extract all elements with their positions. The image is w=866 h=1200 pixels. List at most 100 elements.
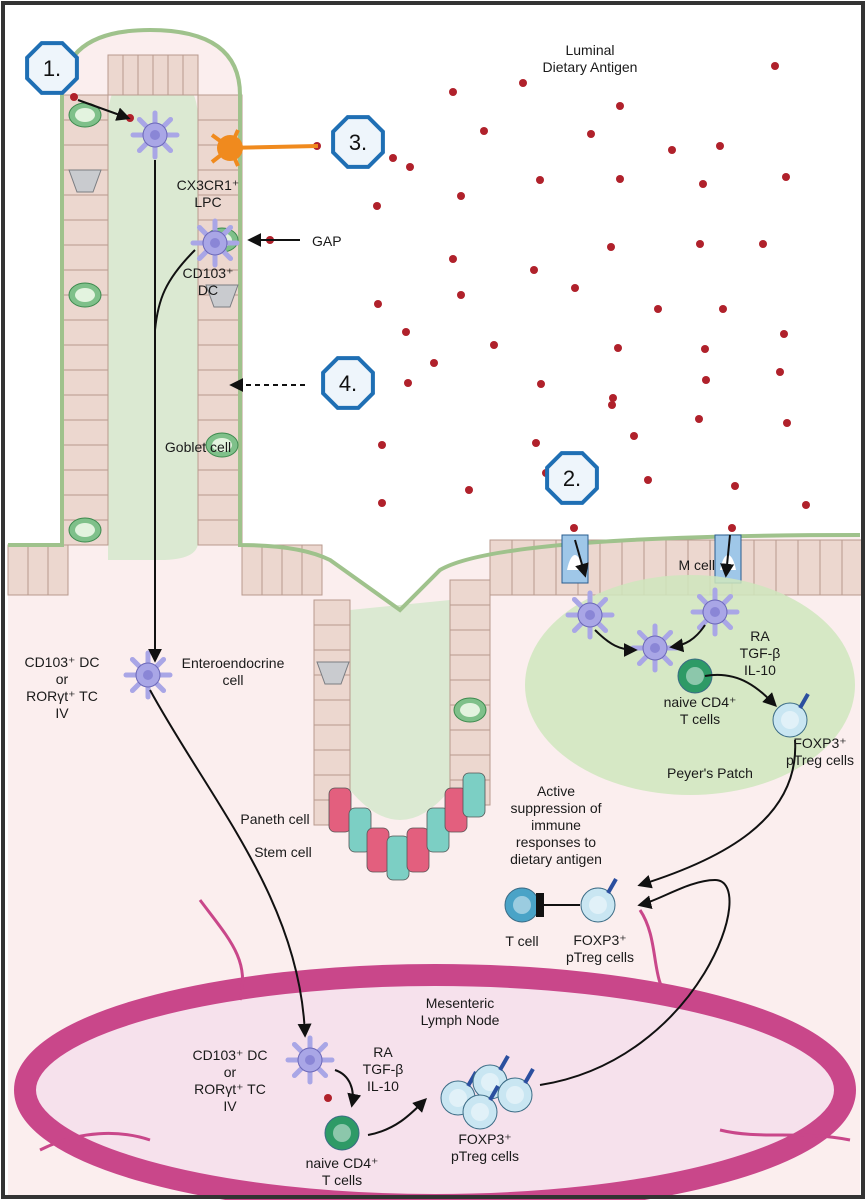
epithelial-cell (182, 54, 199, 96)
epithelial-cell (27, 544, 49, 596)
pp-naive-cd4-tcell (677, 658, 713, 694)
antigen-particle (780, 330, 788, 338)
antigen-particle (696, 240, 704, 248)
antigen-particle (608, 401, 616, 409)
paneth-cell (366, 827, 390, 873)
epithelial-cell (152, 54, 169, 96)
epithelial-cell (489, 539, 513, 596)
label-cx3cr1: CX3CR1⁺LPC (177, 177, 240, 210)
antigen-particle (630, 432, 638, 440)
mln-dc (285, 1035, 335, 1085)
epithelial-cell (122, 54, 139, 96)
antigen-particle (695, 415, 703, 423)
enteroendocrine-cell (205, 284, 239, 308)
antigen-particle (537, 380, 545, 388)
epithelial-cell (61, 469, 109, 496)
epithelial-cell (449, 629, 491, 656)
arrow-pp-dc1 (594, 629, 638, 657)
stem-cell (386, 835, 410, 881)
antigen-particle (465, 486, 473, 494)
epithelial-cell (241, 544, 263, 596)
antigen-particle (776, 368, 784, 376)
antigen-particle (530, 266, 538, 274)
pp-foxp3-treg (772, 693, 810, 738)
epithelial-cell (197, 94, 243, 121)
antigen-particle (378, 499, 386, 507)
cd103-dc-villus (190, 218, 240, 268)
antigen-particle (699, 180, 707, 188)
epithelial-cell (61, 244, 109, 271)
epithelial-cell (61, 144, 109, 171)
epithelial-cell (107, 54, 124, 96)
epithelial-cell (797, 539, 821, 596)
antigen-particle (782, 173, 790, 181)
antigen-particle (389, 154, 397, 162)
arrow-to-mln (149, 689, 312, 1038)
epithelial-cell (449, 604, 491, 631)
antigen-particle (449, 88, 457, 96)
step-number: 1. (43, 56, 61, 81)
epithelial-cell (137, 54, 154, 96)
epithelial-cell (313, 699, 351, 726)
epithelial-cell (47, 544, 69, 596)
crypt-core (350, 600, 450, 820)
stem-cell (462, 772, 486, 818)
label-gap: GAP (312, 233, 342, 249)
arrow-mln-up (539, 878, 731, 1086)
enteroendocrine-cell (68, 169, 102, 193)
label-t_cell: T cell (505, 933, 538, 949)
antigen-particle (457, 291, 465, 299)
arrow-dc-join (154, 249, 196, 331)
arrow-pp-dc2 (669, 624, 706, 653)
label-mln_naive: naive CD4⁺T cells (306, 1155, 379, 1188)
antigen-particle (716, 142, 724, 150)
step-number: 4. (339, 371, 357, 396)
goblet-cell (205, 432, 239, 458)
epithelial-cell (197, 319, 243, 346)
label-stem: Stem cell (254, 844, 312, 860)
epithelial-cell (197, 344, 243, 371)
goblet-cell (453, 697, 487, 723)
epithelial-cell (61, 444, 109, 471)
antigen-particle (378, 441, 386, 449)
antigen-particle (731, 482, 739, 490)
antigen-particle (430, 359, 438, 367)
epithelial-cell (61, 394, 109, 421)
epithelial-cell (61, 494, 109, 521)
label-pp_foxp3: FOXP3⁺pTreg cells (786, 735, 854, 768)
epithelial-cell (841, 539, 865, 596)
arrow-pp-naive (704, 673, 777, 707)
antigen-particle (759, 240, 767, 248)
pp-dc-left (565, 590, 615, 640)
cx3cr1-extending-cell (210, 129, 319, 167)
antigen-particle (587, 130, 595, 138)
antigen-particle (402, 328, 410, 336)
mid-foxp3-treg (580, 878, 618, 923)
epithelial-cell (61, 194, 109, 221)
antigen-particle (519, 79, 527, 87)
step-number: 3. (349, 130, 367, 155)
step-badge-3: 3. (331, 115, 385, 169)
antigen-particle (490, 341, 498, 349)
epithelial-cell (197, 394, 243, 421)
villus-core (108, 70, 199, 560)
epithelial-cell (313, 749, 351, 776)
label-m_cell: M cell (678, 557, 715, 573)
epithelial-cell (261, 544, 283, 596)
cx3cr1-lpc (130, 110, 180, 160)
label-pp_naive: naive CD4⁺T cells (664, 694, 737, 727)
antigen-particle (406, 163, 414, 171)
arrow-mcell2 (720, 534, 735, 578)
antigen-particle (644, 476, 652, 484)
epithelial-cell (61, 369, 109, 396)
epithelial-cell (449, 579, 491, 606)
arrow-mln-naive (367, 1098, 427, 1136)
arrow-mcell1 (574, 539, 589, 578)
epithelial-cell (449, 729, 491, 756)
